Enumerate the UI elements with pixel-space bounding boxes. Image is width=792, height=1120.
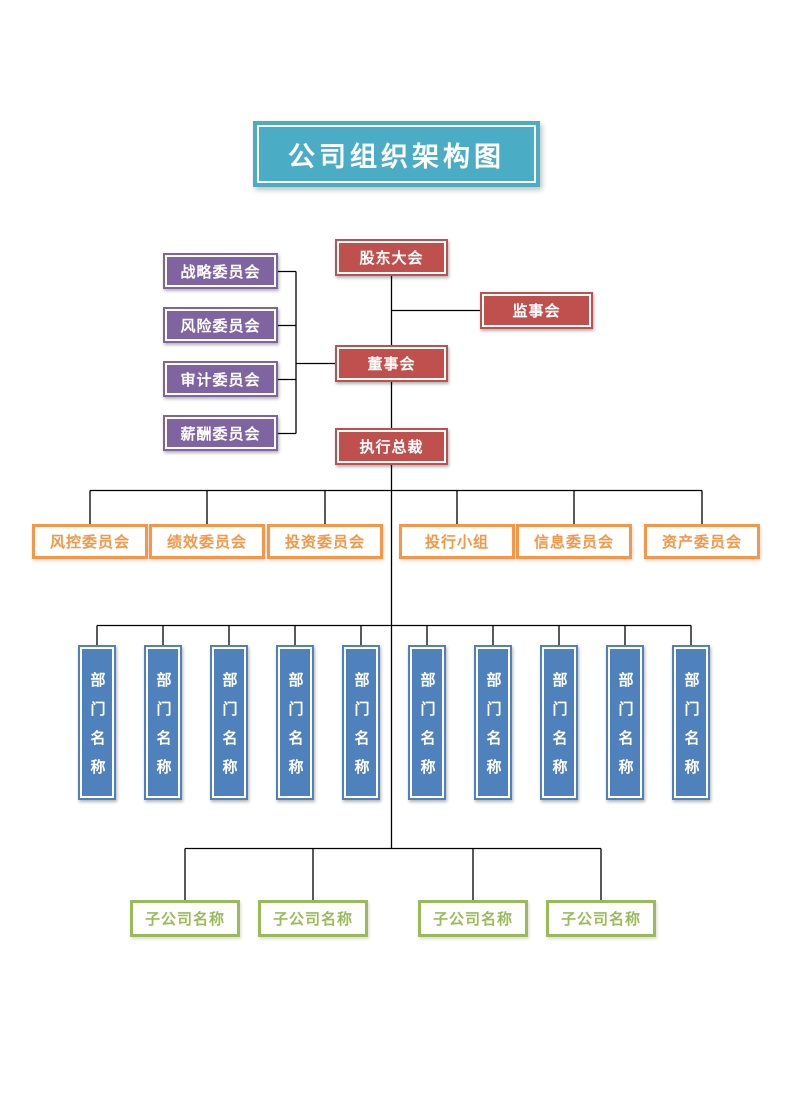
node-subsidiary-1: 子公司名称: [130, 900, 240, 937]
node-board-of-directors: 董事会: [335, 345, 448, 382]
node-investment-committee: 投资委员会: [267, 524, 383, 559]
node-department-5: 部门名称: [342, 645, 380, 800]
node-audit-committee: 审计委员会: [163, 361, 278, 397]
chart-title: 公司组织架构图: [253, 121, 540, 187]
node-department-7: 部门名称: [474, 645, 512, 800]
node-asset-committee: 资产委员会: [644, 524, 760, 559]
node-department-3: 部门名称: [210, 645, 248, 800]
node-strategy-committee: 战略委员会: [163, 253, 278, 289]
node-department-2: 部门名称: [144, 645, 182, 800]
node-shareholders-meeting: 股东大会: [335, 239, 448, 276]
node-performance-committee: 绩效委员会: [149, 524, 265, 559]
connector-board-committees-bracket: [278, 270, 335, 435]
node-ceo: 执行总裁: [335, 428, 448, 465]
node-department-8: 部门名称: [540, 645, 578, 800]
node-subsidiary-2: 子公司名称: [258, 900, 368, 937]
connector-exec-committees-rail: [89, 489, 703, 524]
node-risk-committee: 风险委员会: [163, 307, 278, 343]
node-subsidiary-3: 子公司名称: [418, 900, 528, 937]
node-investment-banking-team: 投行小组: [399, 524, 515, 559]
connector-departments-rail: [96, 624, 692, 645]
node-risk-control-committee: 风控委员会: [32, 524, 148, 559]
node-department-4: 部门名称: [276, 645, 314, 800]
node-department-6: 部门名称: [408, 645, 446, 800]
node-compensation-committee: 薪酬委员会: [163, 415, 278, 451]
node-department-9: 部门名称: [606, 645, 644, 800]
node-subsidiary-4: 子公司名称: [546, 900, 656, 937]
node-department-10: 部门名称: [672, 645, 710, 800]
node-information-committee: 信息委员会: [516, 524, 632, 559]
node-supervisory-board: 监事会: [480, 292, 593, 329]
node-department-1: 部门名称: [78, 645, 116, 800]
connector-subsidiaries-rail: [184, 847, 602, 900]
